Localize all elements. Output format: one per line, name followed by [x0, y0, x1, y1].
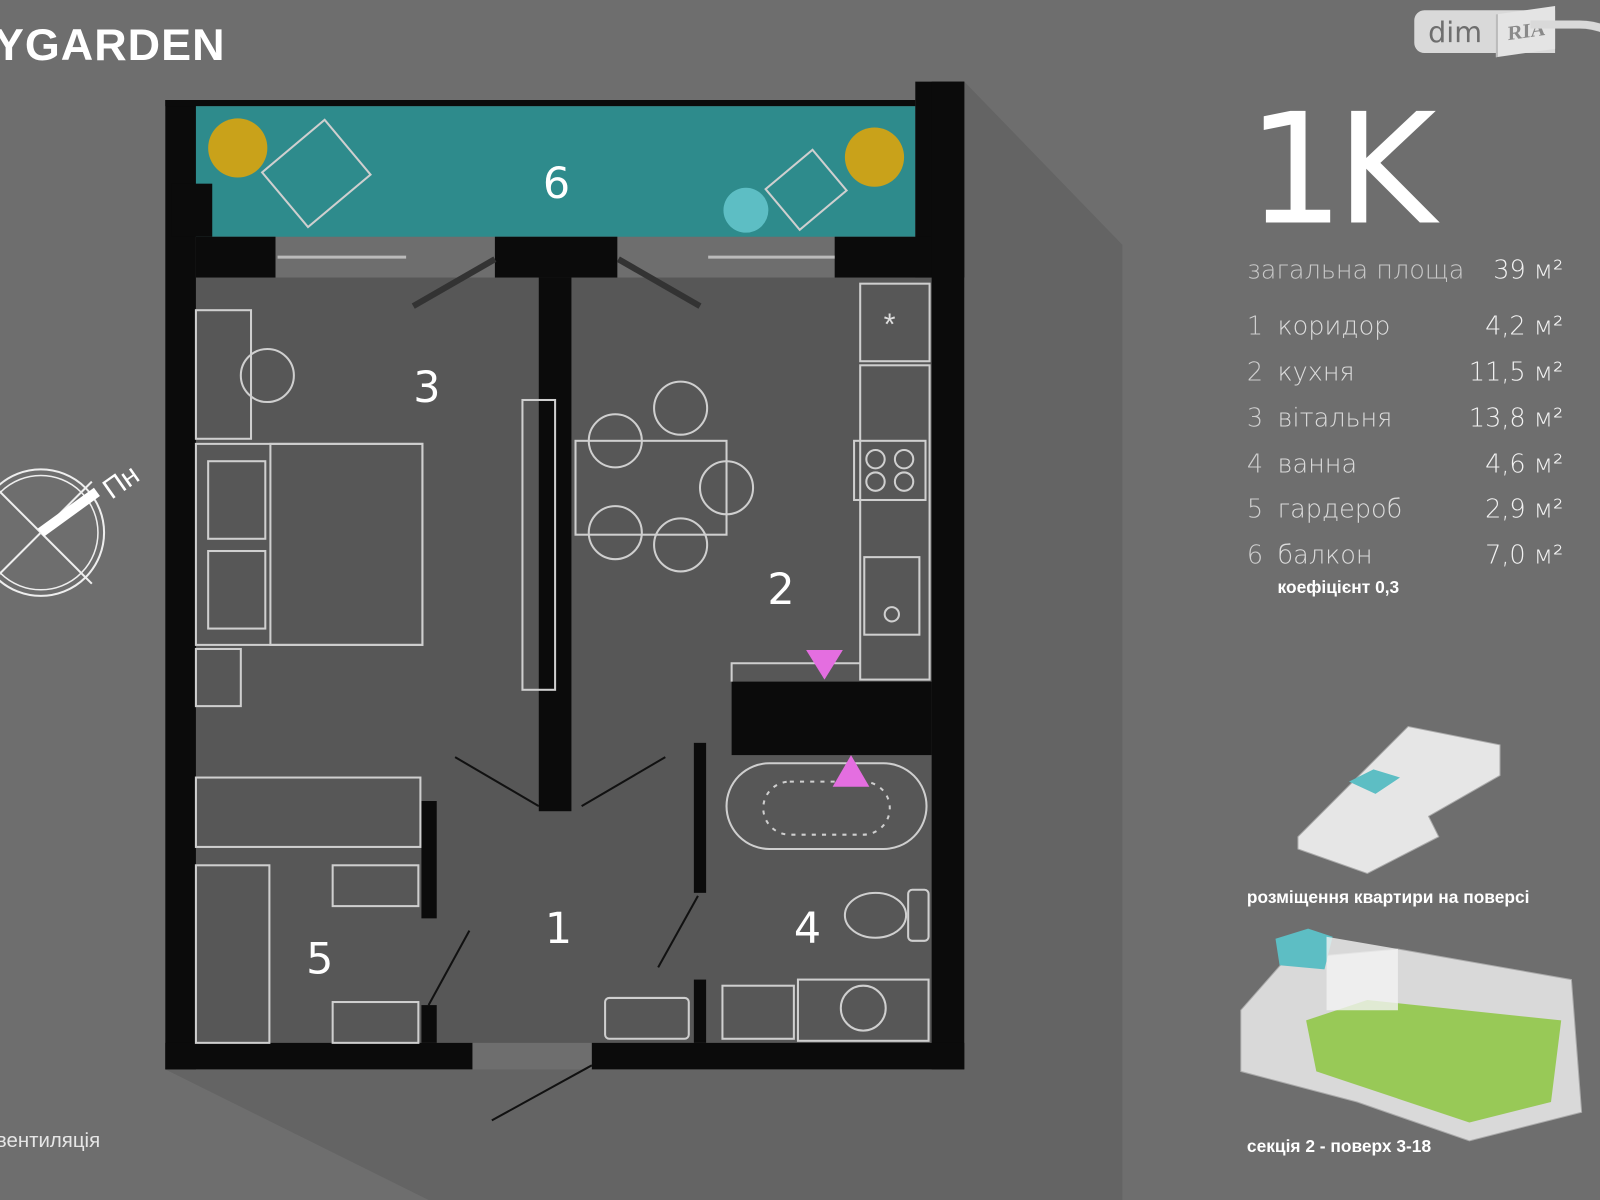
furniture	[194, 118, 931, 1122]
total-area-row: загальна площа 39 м²	[1247, 255, 1563, 285]
room-num: 4	[1246, 448, 1264, 479]
room-area: 11,5 м²	[1468, 357, 1564, 387]
floor-placement-caption: розміщення квартири на поверсі	[1246, 887, 1530, 908]
ventilation-marker-icon	[806, 649, 843, 680]
room-label-3: 3	[413, 363, 440, 413]
room-label-5: 5	[306, 934, 333, 984]
room-balcony	[171, 106, 916, 237]
room-row: 6 балкон 7,0 м²	[1247, 540, 1563, 570]
room-name: кухня	[1277, 357, 1355, 387]
room-num: 1	[1246, 311, 1264, 341]
room-num: 3	[1246, 403, 1264, 433]
room-name: коридор	[1277, 311, 1391, 341]
balcony-coefficient: коефіцієнт 0,3	[1277, 577, 1400, 597]
total-area-value: 39 м²	[1493, 255, 1564, 285]
room-area: 7,0 м²	[1485, 539, 1564, 570]
section-caption: секція 2 - поверх 3-18	[1246, 1136, 1432, 1157]
room-area: 4,6 м²	[1485, 448, 1564, 479]
section-thumbnail	[1240, 928, 1583, 1142]
room-row: 5 гардероб 2,9 м²	[1247, 494, 1563, 524]
walls	[165, 81, 965, 1070]
brand-title: YGARDEN	[0, 20, 226, 71]
room-area: 4,2 м²	[1485, 311, 1564, 341]
windows	[277, 255, 835, 309]
room-row: 1 коридор 4,2 м²	[1247, 311, 1563, 341]
room-num: 6	[1246, 539, 1264, 570]
room-num: 2	[1246, 357, 1264, 387]
room-name: вітальня	[1277, 403, 1393, 433]
room-name: балкон	[1277, 539, 1373, 570]
floor-location-thumbnail	[1297, 725, 1501, 875]
room-num: 5	[1246, 493, 1264, 524]
logo-arc-decoration	[1530, 20, 1600, 130]
side-table-icon	[723, 187, 769, 233]
ventilation-marker-icon	[832, 755, 870, 787]
compass-icon: Пн	[0, 459, 145, 597]
room-name: ванна	[1277, 448, 1358, 479]
freezer-icon: *	[884, 308, 896, 342]
room-label-1: 1	[545, 904, 572, 954]
plan-shadow	[165, 81, 1123, 1200]
room-row: 3 вітальня 13,8 м²	[1247, 403, 1563, 433]
room-label-6: 6	[543, 159, 570, 209]
total-area-label: загальна площа	[1246, 255, 1465, 285]
room-label-2: 2	[767, 565, 794, 615]
apartment-type: 1K	[1246, 81, 1437, 260]
room-area: 13,8 м²	[1468, 403, 1564, 433]
room-name: гардероб	[1277, 493, 1403, 524]
plant-icon	[844, 127, 905, 187]
compass-north-label: Пн	[97, 459, 145, 506]
room-row: 2 кухня 11,5 м²	[1247, 357, 1563, 387]
logo-dim: dim	[1428, 14, 1483, 49]
room-area: 2,9 м²	[1485, 493, 1564, 524]
room-label-4: 4	[794, 904, 821, 954]
plant-icon	[208, 118, 268, 178]
room-row: 4 ванна 4,6 м²	[1247, 449, 1563, 479]
ventilation-label: вентиляція	[0, 1129, 101, 1153]
